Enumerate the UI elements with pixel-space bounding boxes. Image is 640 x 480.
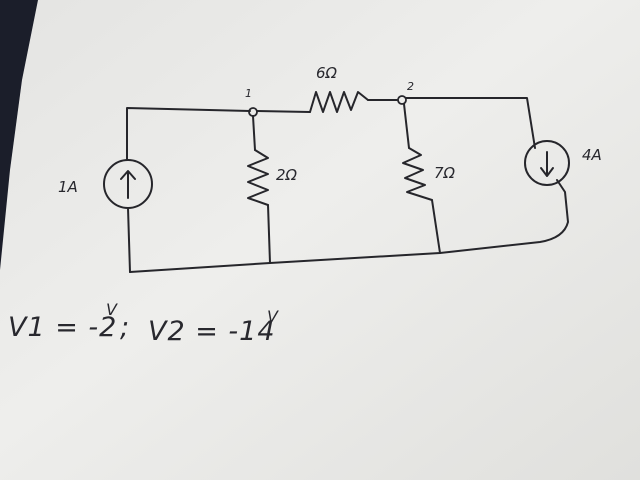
answer-v1-unit: V (106, 300, 118, 319)
label-source-1a: 1A (58, 178, 78, 196)
wire-7ohm-vertical (403, 103, 441, 254)
answer-separator: ; (120, 312, 130, 343)
node-1-dot (248, 107, 258, 117)
arrow-up-icon (120, 170, 136, 199)
label-source-4a: 4A (582, 146, 602, 164)
arrow-down-icon (540, 151, 554, 177)
current-source-right-circle (524, 140, 570, 186)
node-2-label: 2 (407, 80, 414, 93)
label-resistor-6ohm: 6Ω (316, 64, 338, 82)
wire-left-source-bottom (127, 207, 131, 273)
label-resistor-2ohm: 2Ω (276, 166, 298, 184)
answer-v1: V1 = -2 (8, 312, 117, 343)
wire-bottom (129, 179, 569, 273)
current-source-left-circle (103, 159, 153, 209)
resistor-2ohm-zigzag (247, 149, 269, 206)
wire-top-left (126, 107, 251, 161)
answer-line: V1 = -2 V ; V2 = -14 V (8, 300, 279, 347)
wire-top-right (405, 97, 536, 149)
resistor-7ohm-zigzag (402, 147, 433, 201)
answer-v2-unit: V (267, 307, 279, 326)
wire-node1-to-6ohm (256, 110, 311, 113)
current-source-right (524, 140, 570, 186)
circuit-wires (126, 97, 569, 273)
resistor-6ohm-zigzag (309, 91, 369, 113)
node-1-label: 1 (245, 87, 252, 100)
node-2-dot (397, 95, 407, 105)
answer-v2: V2 = -14 (148, 316, 276, 347)
label-resistor-7ohm: 7Ω (434, 164, 456, 182)
current-source-left (103, 159, 153, 209)
wire-2ohm-vertical (252, 115, 271, 264)
